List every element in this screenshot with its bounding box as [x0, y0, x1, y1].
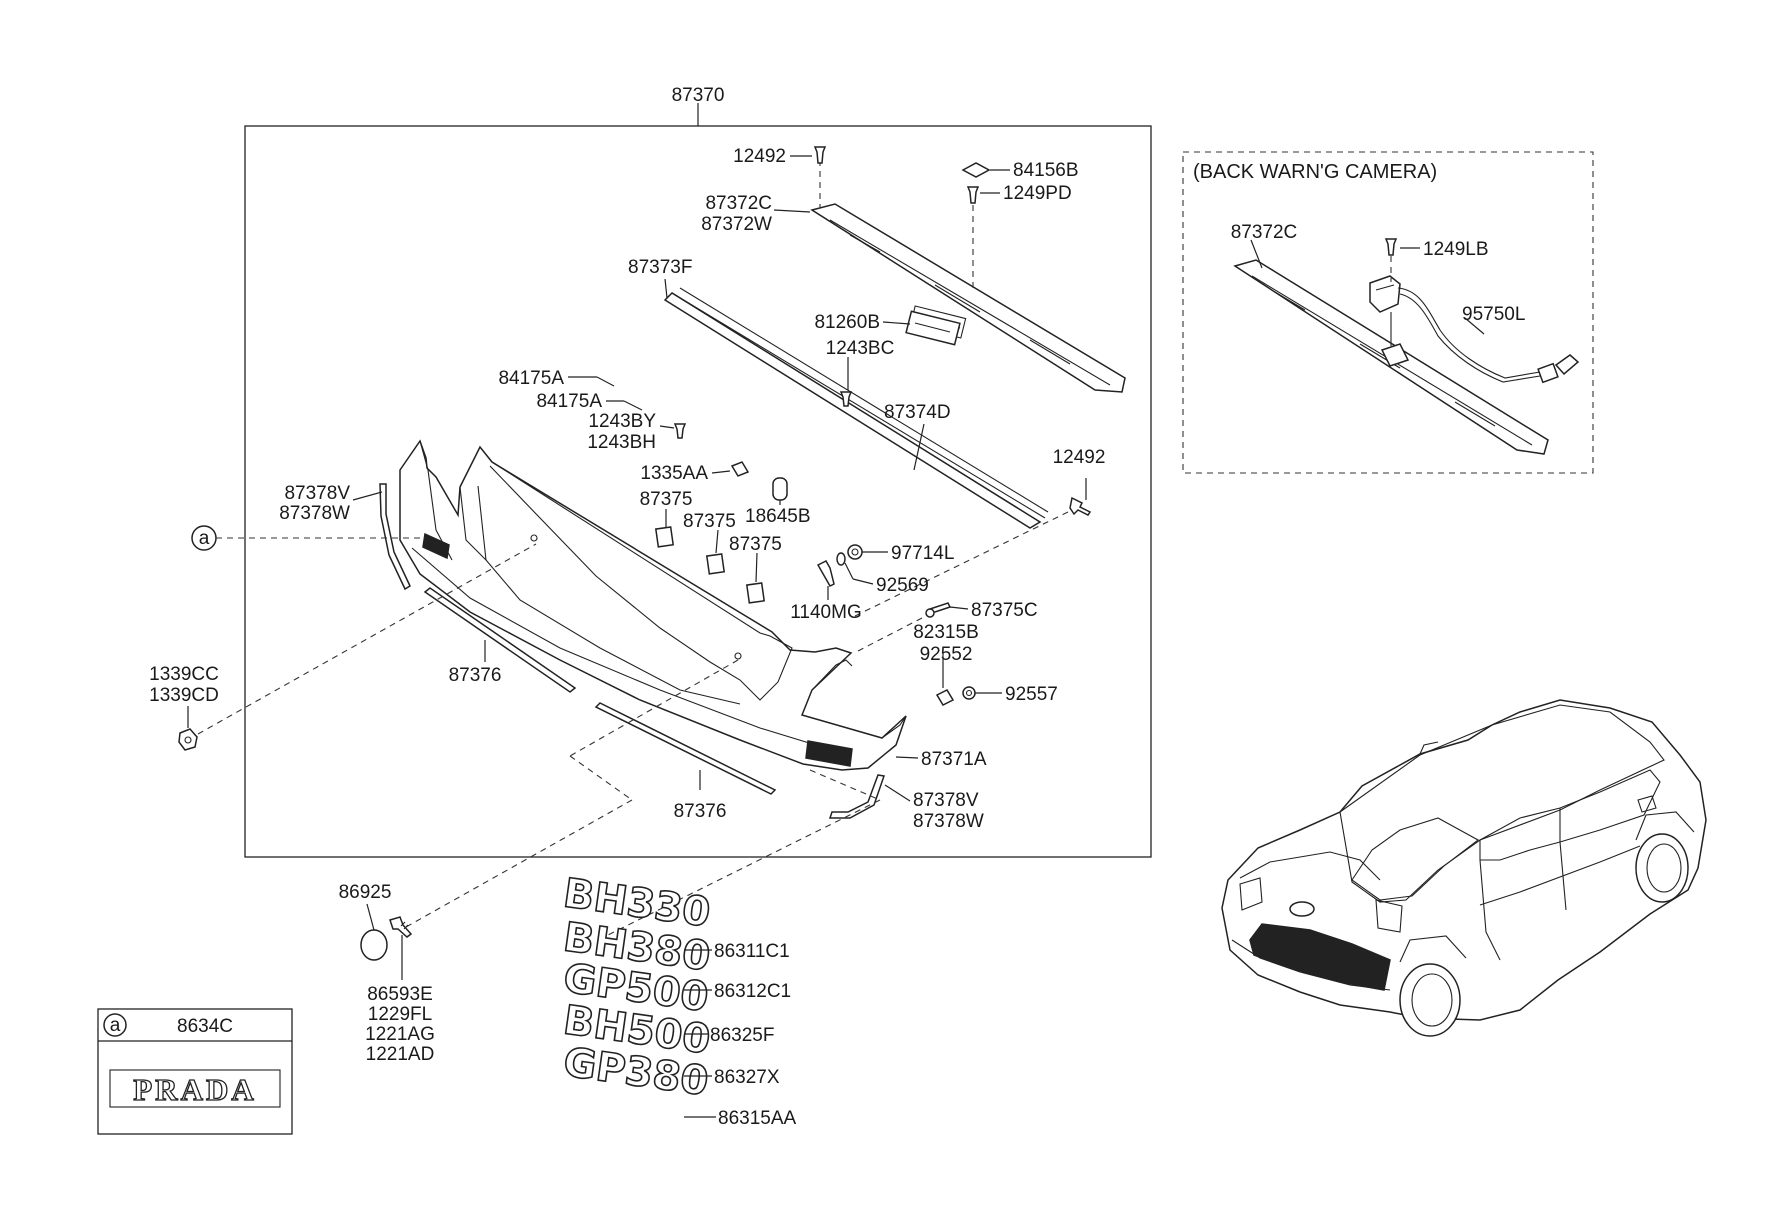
callout-87378v-right: 87378V [913, 790, 979, 811]
callout-1339cc: 1339CC [149, 664, 219, 685]
callout-12492-top: 12492 [733, 146, 786, 167]
bumper-cover-87371a [399, 439, 907, 771]
callout-1243by: 1243BY [588, 411, 656, 432]
vehicle-illustration [1221, 699, 1707, 1037]
screw-86593e [389, 916, 413, 980]
callout-87378w-left: 87378W [279, 503, 350, 524]
assembly-label: 87370 [672, 85, 725, 106]
pads-87375 [654, 509, 766, 604]
assembly-frame: 87370 [244, 85, 1152, 858]
callout-1221ad: 1221AD [366, 1044, 435, 1065]
callout-92569: 92569 [876, 575, 929, 596]
clips-84175a [568, 376, 643, 411]
callout-87375-2: 87375 [683, 511, 736, 532]
callout-87371a: 87371A [921, 749, 987, 770]
hardware-87375c [855, 602, 1002, 706]
cap-86925 [360, 903, 388, 961]
callout-86325f: 86325F [710, 1025, 774, 1046]
callout-82315b: 82315B [913, 622, 979, 643]
callout-87372c: 87372C [705, 193, 772, 214]
callout-1243bh: 1243BH [587, 432, 656, 453]
emblem-group: BH330 BH380 GP500 BH500 GP380 [560, 870, 714, 1106]
pad-84156b [961, 162, 1010, 290]
legend-prada-emblem: PRADA [133, 1072, 257, 1107]
legend-part-no: 8634C [177, 1016, 233, 1037]
callout-1243bc: 1243BC [826, 338, 895, 359]
callout-18645b: 18645B [745, 506, 811, 527]
screw-12492-top [790, 146, 827, 208]
callout-87373f: 87373F [628, 257, 692, 278]
callout-84175a-2: 84175A [536, 391, 602, 412]
callout-87374d: 87374D [884, 402, 951, 423]
callout-12492-right: 12492 [1053, 447, 1106, 468]
strip-87378v-right [828, 774, 911, 819]
strip-87378v-left [352, 483, 411, 591]
bulb-18645b [772, 477, 788, 505]
legend-marker: a [110, 1015, 121, 1036]
callout-84175a-1: 84175A [498, 368, 564, 389]
callout-92552: 92552 [920, 644, 973, 665]
callout-86327x: 86327X [714, 1067, 780, 1088]
callout-87375-3: 87375 [729, 534, 782, 555]
screw-1243by [659, 423, 687, 439]
callout-92557: 92557 [1005, 684, 1058, 705]
callout-87376-bottom: 87376 [674, 801, 727, 822]
screw-1243bc [839, 357, 853, 407]
callout-97714l: 97714L [891, 543, 954, 564]
callout-87378w-right: 87378W [913, 811, 984, 832]
callout-1339cd: 1339CD [149, 685, 219, 706]
camera-section-title: (BACK WARN'G CAMERA) [1193, 161, 1437, 183]
ref-marker-a-label: a [199, 528, 210, 549]
callout-87378v-left: 87378V [284, 483, 350, 504]
strip-87376-upper [423, 587, 577, 693]
callout-87376-left: 87376 [449, 665, 502, 686]
latch-81260b [882, 310, 961, 346]
callout-86593e: 86593E [367, 984, 433, 1005]
screw-12492-right [854, 478, 1092, 617]
camera-callout-87372c: 87372C [1231, 222, 1298, 243]
strip-87376-lower [594, 702, 777, 795]
camera-callout-95750l: 95750L [1462, 304, 1525, 325]
garnish-87372c [810, 203, 1126, 393]
callout-87375c: 87375C [971, 600, 1038, 621]
camera-callout-1249lb: 1249LB [1423, 239, 1489, 260]
camera-section: (BACK WARN'G CAMERA) 87372C 1249LB 95750… [1182, 151, 1594, 474]
callout-86925: 86925 [339, 882, 392, 903]
nut-1335aa [711, 461, 750, 477]
callout-87372w: 87372W [701, 214, 772, 235]
nut-1339cc [178, 543, 537, 751]
callout-84156b: 84156B [1013, 160, 1079, 181]
callout-1335aa: 1335AA [640, 463, 708, 484]
callout-1229fl: 1229FL [368, 1004, 432, 1025]
callout-86311c1: 86311C1 [714, 941, 790, 962]
callout-81260b: 81260B [814, 312, 880, 333]
callout-1249pd: 1249PD [1003, 183, 1072, 204]
callout-1140mg: 1140MG [790, 602, 861, 623]
callout-87375-1: 87375 [640, 489, 693, 510]
strip-87373f [663, 287, 1049, 529]
callout-86312c1: 86312C1 [714, 981, 791, 1002]
grommets-97714l-92569 [816, 544, 888, 600]
callout-1221ag: 1221AG [365, 1024, 435, 1045]
ref-marker-a: a [191, 525, 426, 551]
legend-box: a 8634C PRADA [97, 1008, 293, 1135]
callout-86315aa: 86315AA [718, 1108, 797, 1129]
